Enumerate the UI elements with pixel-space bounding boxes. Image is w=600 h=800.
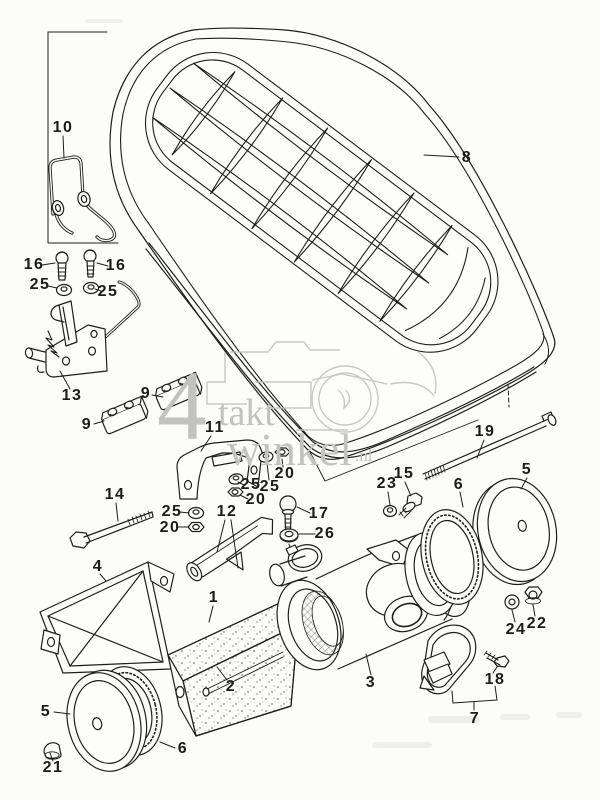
callout-2: 2 [225,678,237,695]
callout-1: 1 [208,589,220,606]
bolt-14 [69,510,154,549]
callout-5-left: 5 [40,703,52,720]
callout-6-left: 6 [177,740,189,757]
bolt-18 [483,650,510,668]
callout-8: 8 [461,149,473,166]
cover-plate-5-right [472,477,558,586]
callout-25-pair-b: 25 [259,478,281,495]
callout-6-right: 6 [453,476,465,493]
nut-20-upper [274,447,291,457]
nut-20-stack [187,521,205,533]
air-cleaner-stay-4 [39,561,175,674]
cover-plate-5-left [66,669,148,772]
reference-lines [309,383,510,482]
callout-7: 7 [469,710,481,727]
callout-9-right: 9 [140,385,152,402]
callout-20-stack: 20 [159,519,181,536]
locator-bracket-lines [47,31,119,244]
cap-21 [43,742,62,760]
bolt-15 [398,492,423,519]
callout-10: 10 [52,119,74,136]
nut-20-lower [227,487,244,497]
callout-21: 21 [42,759,64,776]
ring-gasket-6-right [420,509,484,605]
callout-24: 24 [505,621,527,638]
nut-22 [524,586,543,605]
cushion-rubber-9-right [154,371,203,411]
mounting-screw-16-right [83,249,97,278]
seat-latch-13 [24,300,108,378]
washer-23 [382,504,398,518]
callout-25-stack: 25 [161,503,183,520]
seat-hook-wire-10 [48,155,117,243]
leader-lines [41,135,536,762]
band-clamp-7 [419,624,477,695]
callout-16-left: 16 [23,256,45,273]
latch-rod [97,280,141,345]
callout-14: 14 [104,486,126,503]
callout-16-right: 16 [105,257,127,274]
callout-20-lower: 20 [245,491,267,508]
callout-17: 17 [308,505,330,522]
washer-24 [504,594,520,610]
callout-19: 19 [474,423,496,440]
washer-25-pair-a [228,473,244,485]
callout-25-top-left: 25 [29,276,51,293]
washer-25-pair-b [258,451,274,463]
hook-bracket-12 [186,516,274,582]
callout-26: 26 [314,525,336,542]
cushion-rubber-9-left [100,395,149,435]
air-cleaner-element-1-2 [167,600,299,737]
callout-23: 23 [376,475,398,492]
callout-5-right: 5 [521,461,533,478]
callout-4: 4 [92,558,104,575]
callout-25-top-right: 25 [97,283,119,300]
washer-25-stack [187,506,205,520]
callout-3: 3 [365,674,377,691]
seat-assembly-8 [109,27,556,460]
callout-20-upper: 20 [274,465,296,482]
watermark-sketch [206,341,437,433]
washer-25-top-right [82,281,100,295]
bolt-17 [279,495,297,530]
mounting-screw-16-left [55,251,69,281]
washer-25-top-left [55,283,73,297]
callout-9-left: 9 [81,416,93,433]
callout-22: 22 [526,615,548,632]
callout-13: 13 [61,387,83,404]
seat-bracket-11 [176,439,263,500]
paper-smudges [85,19,582,748]
callout-25-pair-a: 25 [240,476,262,493]
callout-11: 11 [205,419,225,436]
callout-18: 18 [484,671,506,688]
callout-12: 12 [216,503,238,520]
callout-15: 15 [393,465,415,482]
through-bolt-19 [422,411,557,481]
